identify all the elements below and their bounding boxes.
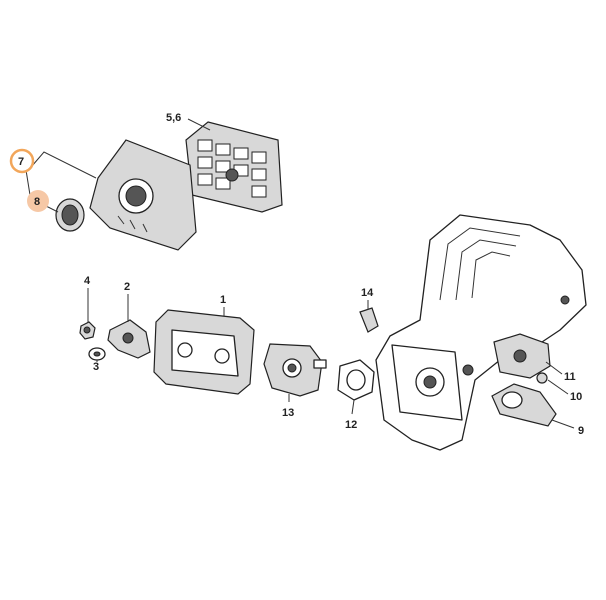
screw[interactable]: [536, 372, 548, 384]
washer[interactable]: [88, 347, 106, 361]
callout-1[interactable]: 1: [220, 294, 226, 306]
plug[interactable]: [359, 307, 379, 333]
handle-frame: [375, 214, 587, 451]
callout-10[interactable]: 10: [570, 391, 582, 403]
cover-knob[interactable]: [55, 198, 85, 232]
callout-14[interactable]: 14: [361, 287, 374, 299]
intake-manifold[interactable]: [491, 383, 557, 427]
callout-7-ring: [9, 148, 35, 174]
filter-cover[interactable]: [89, 139, 197, 251]
gasket[interactable]: [337, 359, 375, 401]
callout-8-highlight: [27, 190, 49, 212]
callout-4[interactable]: 4: [84, 275, 91, 287]
flange[interactable]: [493, 333, 551, 379]
callout-2[interactable]: 2: [124, 281, 130, 293]
nut[interactable]: [79, 321, 96, 340]
callout-9[interactable]: 9: [578, 425, 584, 437]
base-plate[interactable]: [153, 309, 255, 395]
air-filter[interactable]: [185, 121, 283, 213]
callout-3[interactable]: 3: [93, 361, 99, 373]
callout-8[interactable]: 8: [34, 196, 40, 208]
carburetor[interactable]: [263, 343, 327, 397]
callout-13[interactable]: 13: [282, 407, 294, 419]
bracket[interactable]: [107, 319, 151, 359]
callout-12[interactable]: 12: [345, 419, 357, 431]
leader-lines: [25, 118, 575, 429]
callout-5-6[interactable]: 5,6: [166, 112, 181, 124]
callout-11[interactable]: 11: [564, 371, 576, 383]
callout-7[interactable]: 7: [18, 156, 24, 168]
